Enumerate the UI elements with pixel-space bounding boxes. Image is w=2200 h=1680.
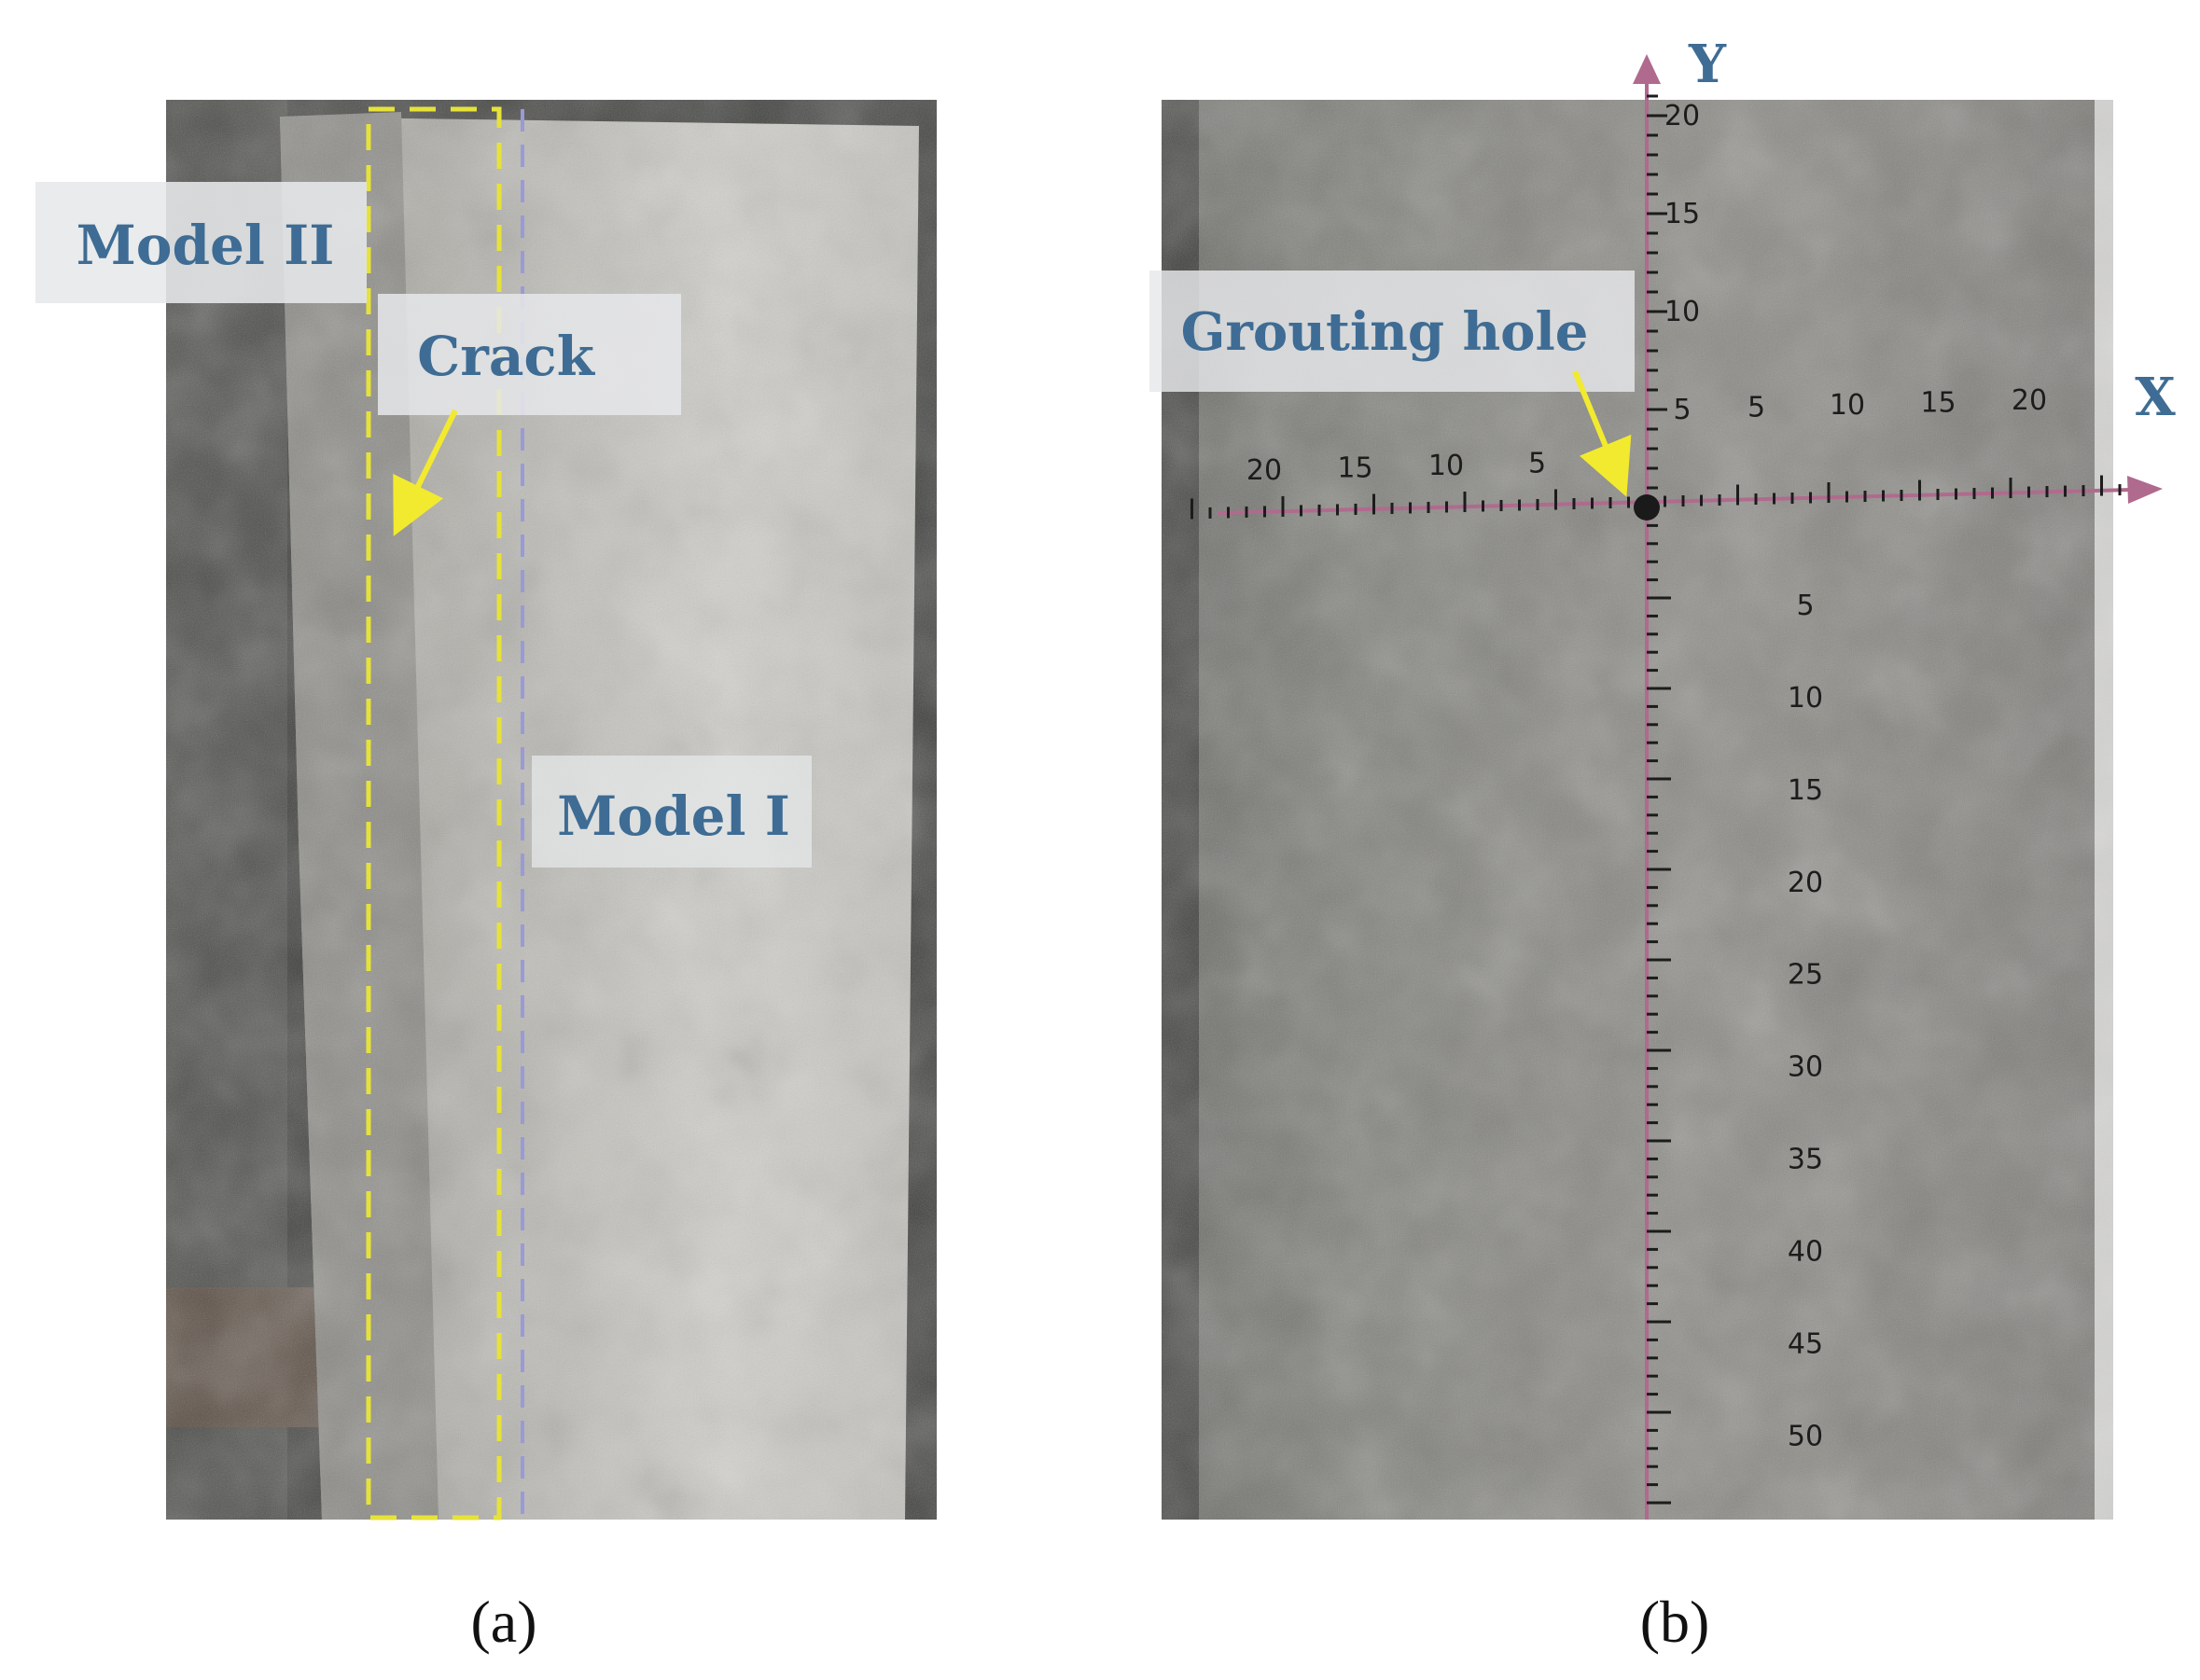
model-i-label: Model I (532, 756, 812, 868)
svg-text:Grouting hole: Grouting hole (1181, 301, 1589, 363)
panel-a: Model II Crack Model I (a) (35, 100, 937, 1655)
x-right-tick-label: 10 (1830, 389, 1865, 422)
y-axis-label: Y (1688, 34, 1727, 95)
x-left-tick-label: 15 (1337, 451, 1372, 484)
svg-text:Model II: Model II (77, 214, 335, 277)
crack-arrow (393, 409, 458, 536)
y-down-tick-label: 5 (1796, 590, 1814, 622)
svg-text:Model I: Model I (557, 784, 790, 848)
crack-label: Crack (378, 294, 681, 415)
x-right-tick-label: 5 (1747, 392, 1765, 424)
y-down-tick-label: 50 (1788, 1420, 1823, 1452)
y-down-tick-label: 45 (1788, 1327, 1823, 1360)
y-up-tick-label: 15 (1664, 198, 1700, 230)
coordinate-axes (1217, 54, 2163, 1520)
model-ii-label: Model II (35, 182, 367, 303)
grouting-hole-label: Grouting hole (1149, 271, 1635, 392)
y-up-tick-label: 10 (1664, 296, 1700, 328)
x-axis-arrowhead (2127, 476, 2163, 504)
y-down-tick-label: 20 (1788, 867, 1823, 899)
axis-tick-marks (1191, 94, 2122, 1505)
x-left-tick-label: 20 (1246, 454, 1282, 487)
y-down-tick-label: 15 (1788, 774, 1823, 807)
grouting-hole-marker (1634, 494, 1660, 521)
x-left-tick-label: 5 (1528, 447, 1546, 479)
y-axis-arrowhead (1633, 54, 1661, 84)
y-up-tick-label: 20 (1664, 100, 1700, 132)
grouting-hole-arrow (1572, 369, 1632, 497)
y-down-tick-label: 40 (1788, 1236, 1823, 1269)
caption-b: (b) (1640, 1589, 1710, 1655)
y-down-tick-label: 10 (1788, 682, 1823, 715)
svg-text:Crack: Crack (417, 325, 596, 388)
y-down-tick-label: 30 (1788, 1051, 1823, 1084)
y-down-tick-label: 25 (1788, 959, 1823, 992)
x-axis-line (1217, 488, 2133, 515)
x-left-tick-label: 10 (1428, 450, 1464, 482)
y-down-tick-label: 35 (1788, 1144, 1823, 1176)
caption-a: (a) (470, 1589, 536, 1655)
axis-tick-labels: 5 10 15 20 5 10 15 20 5 10 15 20 5 10 15 20 25 30 35 40 45 50 (1246, 100, 2047, 1452)
y-up-tick-label: 5 (1673, 394, 1691, 426)
x-axis-label: X (2135, 367, 2176, 428)
x-right-tick-label: 15 (1920, 387, 1956, 420)
x-right-tick-label: 20 (2012, 384, 2047, 417)
panel-b: 5 10 15 20 5 10 15 20 5 10 15 20 5 10 15 20 25 30 35 40 45 50… (1149, 34, 2176, 1655)
